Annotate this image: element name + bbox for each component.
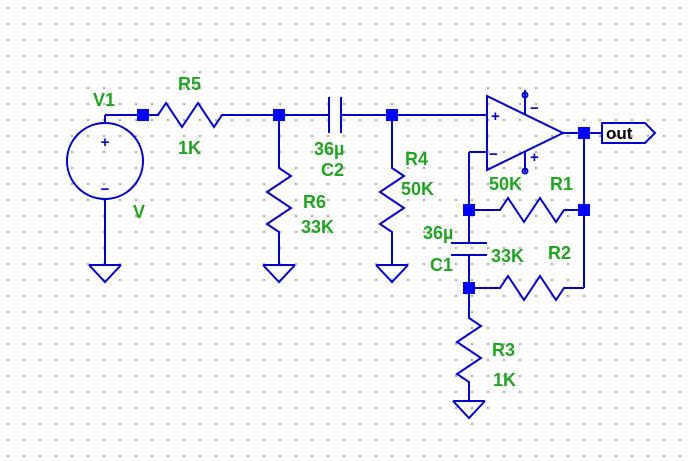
junction-dot — [386, 109, 398, 121]
junction-dot — [463, 282, 475, 294]
opamp-supply-pos-sign: + — [530, 149, 539, 166]
r1-resistor[interactable] — [469, 196, 584, 224]
ground-icon — [452, 400, 486, 420]
junction-dot — [273, 109, 285, 121]
r4-value-label: 50K — [401, 179, 434, 199]
output-port-label: out — [606, 124, 633, 143]
r6-ref-label: R6 — [303, 192, 326, 212]
opamp-plus-input-sign: + — [491, 108, 500, 125]
r3-value-label: 1K — [493, 370, 516, 390]
r6-resistor[interactable] — [265, 115, 293, 265]
r5-value-label: 1K — [178, 138, 201, 158]
v1-value-label: V — [133, 202, 145, 222]
r2-resistor[interactable] — [469, 274, 584, 302]
v1-source[interactable] — [66, 114, 144, 265]
c1-ref-label: C1 — [430, 255, 453, 275]
c2-capacitor[interactable] — [279, 97, 392, 133]
v1-plus-sign: + — [101, 134, 110, 151]
output-port[interactable]: out — [601, 122, 657, 144]
junction-dot — [578, 204, 590, 216]
r4-ref-label: R4 — [405, 149, 428, 169]
junction-dot — [137, 109, 149, 121]
c1-value-label: 36µ — [423, 223, 453, 243]
c2-ref-label: C2 — [321, 160, 344, 180]
r3-resistor[interactable] — [455, 288, 483, 401]
r5-resistor[interactable] — [143, 101, 279, 129]
r6-value-label: 33K — [301, 217, 334, 237]
r3-ref-label: R3 — [492, 340, 515, 360]
r2-value-label: 33K — [491, 246, 524, 266]
c2-value-label: 36µ — [314, 139, 344, 159]
r1-value-label: 50K — [489, 174, 522, 194]
junction-dot — [463, 204, 475, 216]
opamp-supply-neg-sign: − — [530, 100, 539, 117]
c1-capacitor[interactable] — [451, 210, 487, 288]
ground-icon — [88, 264, 122, 284]
ground-icon — [262, 264, 296, 284]
ground-icon — [375, 264, 409, 284]
r1-ref-label: R1 — [550, 174, 573, 194]
opamp-minus-input-sign: − — [489, 146, 498, 163]
r4-resistor[interactable] — [378, 115, 406, 265]
v1-minus-sign: − — [101, 181, 110, 198]
r5-ref-label: R5 — [178, 74, 201, 94]
r2-ref-label: R2 — [548, 243, 571, 263]
junction-dot — [578, 127, 590, 139]
v1-ref-label: V1 — [93, 90, 115, 110]
